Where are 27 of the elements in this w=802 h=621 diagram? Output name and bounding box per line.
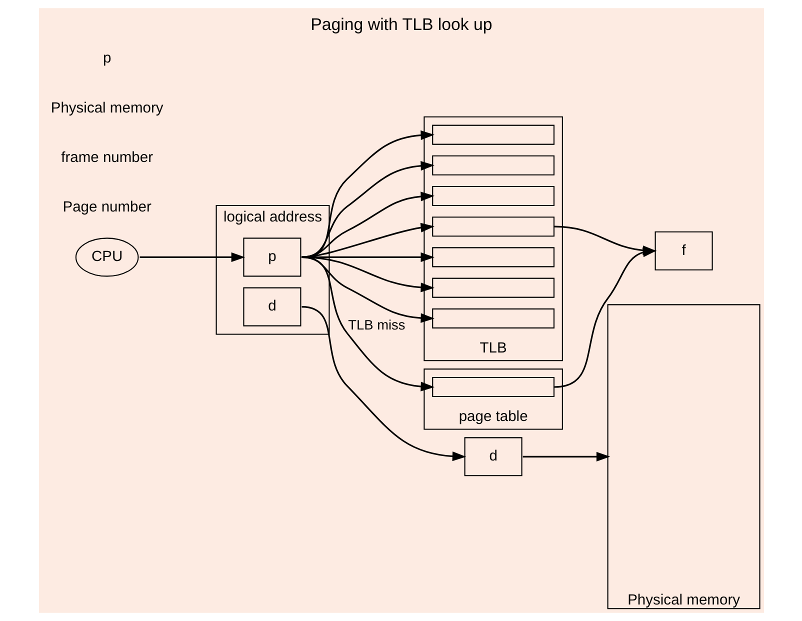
node-box: [432, 155, 554, 176]
node-box: [432, 376, 554, 398]
arrow: [301, 256, 434, 392]
edge-label: TLB miss: [348, 317, 405, 332]
arrow: [554, 248, 656, 388]
node-box: [432, 216, 554, 237]
cluster: TLB: [423, 116, 562, 362]
arrow: [301, 306, 466, 462]
node-box: [432, 124, 554, 145]
node-box: p: [242, 238, 301, 277]
node-box: [432, 247, 554, 268]
arrow: [139, 252, 245, 262]
label: frame number: [60, 150, 153, 166]
node-box: d: [464, 437, 522, 476]
node-box: [432, 278, 554, 298]
node-box: [432, 308, 554, 328]
cluster: page table: [423, 368, 562, 430]
node-box: Physical memory: [606, 304, 760, 610]
label: Page number: [62, 200, 151, 216]
label: Physical memory: [50, 100, 163, 116]
label: p: [102, 50, 111, 67]
node-ellipse: CPU: [74, 238, 138, 277]
node-box: [432, 186, 554, 206]
diagram-title: Paging with TLB look up: [310, 15, 492, 34]
node-box: f: [654, 231, 712, 270]
node-box: d: [242, 287, 301, 326]
arrow: [522, 452, 610, 462]
